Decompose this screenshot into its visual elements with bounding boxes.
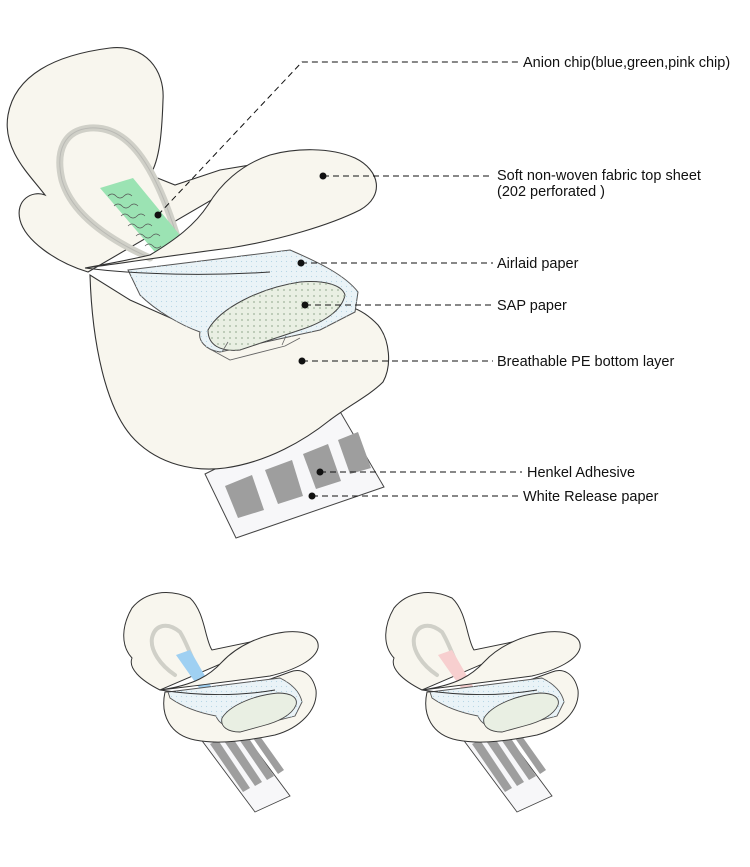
label-adhesive: Henkel Adhesive	[527, 465, 635, 481]
leader-anion-chip	[157, 61, 518, 216]
label-top-sheet: Soft non-woven fabric top sheet	[497, 168, 701, 184]
small-pad-blue-variant	[121, 590, 321, 814]
main-pad-illustration	[6, 47, 390, 539]
label-bottom-layer: Breathable PE bottom layer	[497, 354, 674, 370]
label-release-paper: White Release paper	[523, 489, 659, 505]
label-top-sheet-perforation: (202 perforated )	[497, 184, 605, 200]
top-sheet	[84, 149, 377, 269]
pad-channel	[56, 124, 182, 262]
label-anion-chip: Anion chip(blue,green,pink chip)	[523, 55, 730, 71]
label-airlaid: Airlaid paper	[497, 256, 579, 272]
callout-leaders	[157, 61, 522, 497]
callout-labels: Anion chip(blue,green,pink chip) Soft no…	[497, 55, 730, 505]
callout-dots	[154, 172, 327, 500]
small-pad-pink-variant	[383, 590, 583, 814]
adhesive-strips	[225, 432, 371, 518]
label-sap: SAP paper	[497, 298, 567, 314]
